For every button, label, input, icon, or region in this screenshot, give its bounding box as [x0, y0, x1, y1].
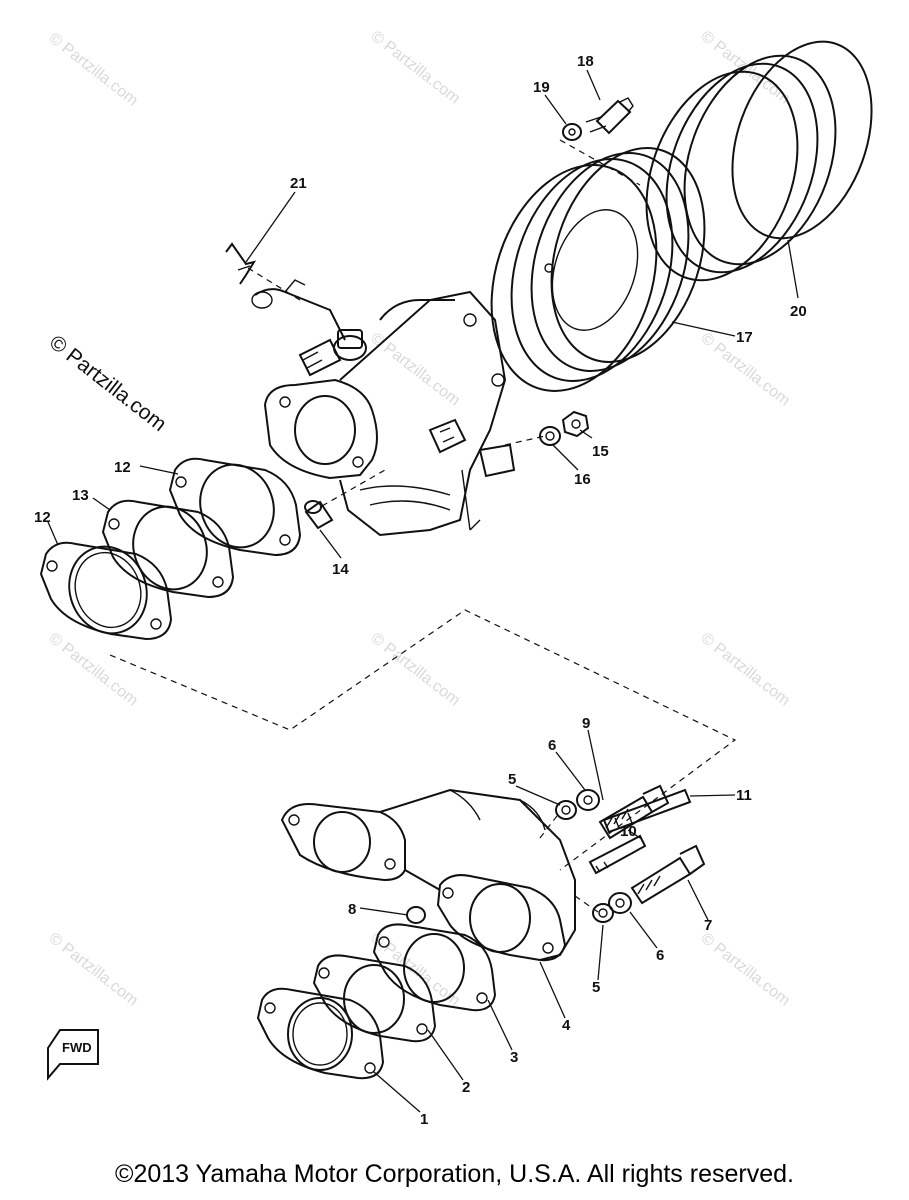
watermark-bold: © Partzilla.com: [45, 331, 171, 436]
callout-5-lower: 5: [592, 979, 600, 996]
callouts: 18 19 21 17 20 15 16 12 13 12 14 9 6 5 1…: [34, 53, 807, 1128]
watermark-11: © Partzilla.com: [698, 930, 793, 1010]
gasket-1: [256, 987, 385, 1080]
carburetor-body: [251, 279, 516, 537]
watermark-7: © Partzilla.com: [368, 630, 463, 710]
callout-18: 18: [577, 53, 594, 70]
washer-5-lower: [592, 903, 614, 923]
gasket-13: [101, 499, 235, 599]
callout-12-upper: 12: [114, 459, 131, 476]
copyright-notice: ©2013 Yamaha Motor Corporation, U.S.A. A…: [115, 1160, 794, 1188]
callout-2: 2: [462, 1079, 470, 1096]
air-filter-case: [490, 147, 706, 392]
watermark-9: © Partzilla.com: [46, 930, 141, 1010]
callout-6-lower: 6: [656, 947, 664, 964]
fwd-label: FWD: [62, 1040, 92, 1055]
washer-16: [539, 426, 561, 446]
stud-10: [588, 834, 647, 875]
callout-14: 14: [332, 561, 349, 578]
callout-13: 13: [72, 487, 89, 504]
washer-6-upper: [576, 789, 600, 811]
callout-10: 10: [620, 823, 637, 840]
callout-3: 3: [510, 1049, 518, 1066]
watermark-1: © Partzilla.com: [46, 30, 141, 110]
nut-15: [561, 410, 590, 438]
watermarks: © Partzilla.com © Partzilla.com © Partzi…: [45, 28, 793, 1010]
callout-4: 4: [562, 1017, 571, 1034]
bolt-7: [630, 844, 706, 905]
washer-6-lower: [608, 892, 632, 914]
callout-7: 7: [704, 917, 712, 934]
intake-manifold: [280, 788, 576, 962]
washer-19: [562, 123, 582, 141]
callout-1: 1: [420, 1111, 428, 1128]
callout-11: 11: [736, 787, 752, 804]
watermark-6: © Partzilla.com: [46, 630, 141, 710]
callout-9: 9: [582, 715, 590, 732]
callout-21: 21: [290, 175, 307, 192]
washer-5-upper: [555, 800, 577, 820]
callout-5-upper: 5: [508, 771, 516, 788]
callout-8: 8: [348, 901, 356, 918]
stud-11: [602, 788, 692, 834]
leader-lines: [47, 69, 799, 1113]
gasket-12-lower: [39, 541, 173, 641]
watermark-2: © Partzilla.com: [368, 28, 463, 108]
o-ring-8: [406, 906, 426, 924]
watermark-8: © Partzilla.com: [698, 630, 793, 710]
callout-6-upper: 6: [548, 737, 556, 754]
clip-21: [225, 242, 257, 285]
callout-19: 19: [533, 79, 550, 96]
gasket-3: [372, 923, 497, 1012]
fwd-arrow: FWD: [47, 1029, 99, 1081]
callout-17: 17: [736, 329, 753, 346]
callout-15: 15: [592, 443, 609, 460]
air-filter-element: [645, 40, 873, 282]
gasket-12-upper: [168, 457, 302, 557]
bolt-18: [585, 97, 634, 135]
callout-16: 16: [574, 471, 591, 488]
collar-14: [304, 500, 334, 530]
callout-20: 20: [790, 303, 807, 320]
callout-12-lower: 12: [34, 509, 51, 526]
